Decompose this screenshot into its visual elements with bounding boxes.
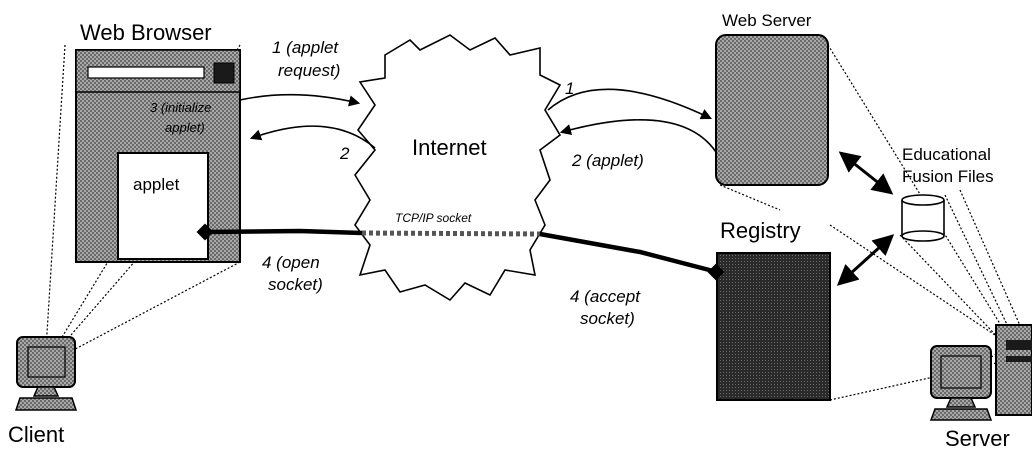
applet-label: applet	[133, 175, 180, 194]
arrow-applet-request	[239, 93, 361, 107]
step4-open-line1: 4 (open	[262, 253, 320, 272]
server-label: Server	[945, 426, 1010, 450]
step4-accept-line2: socket)	[580, 309, 635, 328]
step1-right: 1	[565, 79, 574, 98]
arrows	[239, 88, 717, 153]
registry-label: Registry	[720, 218, 801, 243]
step3-line1: 3 (initialize	[150, 100, 211, 115]
step4-open-line2: socket)	[268, 275, 323, 294]
browser-address-bar	[87, 66, 205, 79]
socket-line-registry	[539, 231, 718, 275]
internet-cloud	[354, 34, 562, 302]
client-label: Client	[8, 422, 64, 447]
socket-endpoint-client	[196, 223, 214, 241]
applet-box	[117, 152, 209, 260]
web-server-label: Web Server	[722, 11, 812, 30]
step2-right: 2 (applet)	[571, 151, 644, 170]
arrow-registry-files	[836, 234, 895, 286]
client-computer-icon	[14, 336, 78, 411]
socket-line-client	[204, 228, 363, 236]
step3-line2: applet)	[165, 120, 205, 135]
step1-left-line2: request)	[278, 61, 340, 80]
fusion-files-label: Fusion Files	[902, 167, 994, 186]
database-icon	[901, 194, 945, 242]
socket-line-tcp	[361, 230, 541, 237]
socket-endpoint-registry	[707, 263, 725, 281]
double-arrows	[836, 151, 895, 286]
educational-label: Educational	[902, 145, 991, 164]
step2-left: 2	[339, 144, 350, 163]
web-server-box	[715, 34, 829, 186]
arrow-request-to-server	[547, 88, 713, 120]
step4-accept-line1: 4 (accept	[570, 287, 641, 306]
registry-box	[716, 252, 831, 401]
socket-connection	[196, 223, 725, 281]
step1-left-line1: 1 (applet	[272, 38, 339, 57]
server-computer-icon	[929, 324, 1032, 421]
arrow-webserver-files	[838, 151, 894, 195]
browser-menu-box	[213, 62, 235, 84]
web-browser-label: Web Browser	[80, 20, 212, 45]
tcp-ip-socket-label: TCP/IP socket	[395, 211, 472, 225]
web-browser-window	[75, 49, 241, 263]
internet-label: Internet	[412, 135, 487, 160]
arrow-applet-to-browser	[249, 125, 376, 149]
arrow-applet-from-server	[559, 119, 717, 153]
